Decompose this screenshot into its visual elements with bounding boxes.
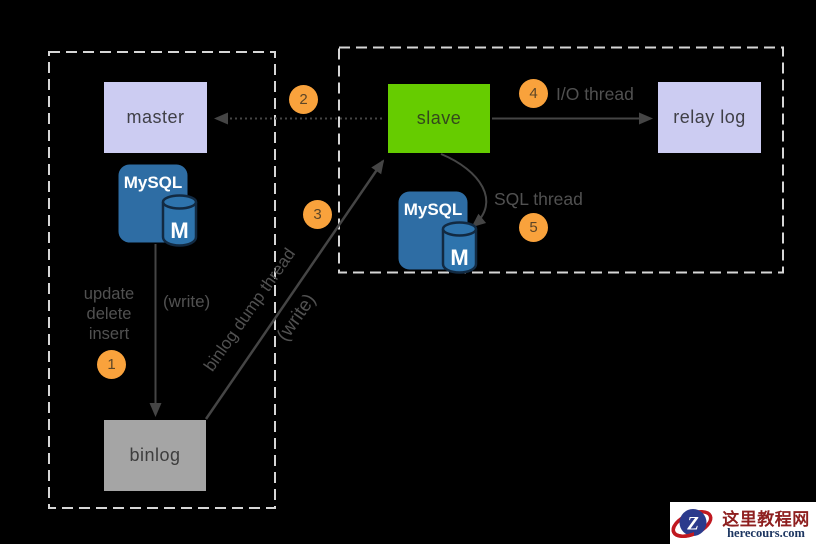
- slave-group-border: [338, 46, 784, 274]
- step-badge-4: 4: [519, 79, 548, 108]
- mysql-icon-title: MySQL: [404, 200, 463, 219]
- slave-box: slave: [388, 84, 490, 153]
- watermark: Z 这里教程网 herecours.com: [670, 502, 816, 544]
- database-cylinder-icon: [441, 229, 478, 274]
- io-thread-label: I/O thread: [556, 84, 634, 104]
- write-label-vertical: (write): [163, 292, 211, 311]
- master-group-border: [48, 51, 276, 509]
- watermark-swoosh-front: [671, 525, 694, 538]
- relay-log-box: relay log: [658, 82, 761, 153]
- update-delete-insert-label: update delete insert: [76, 284, 142, 344]
- watermark-site-name: 这里教程网: [722, 510, 810, 529]
- step-badge-1: 1: [97, 350, 126, 379]
- database-cylinder-icon: [161, 202, 198, 247]
- mysql-icon-badge: M: [450, 245, 468, 270]
- mysql-database-icon: MySQL M: [398, 191, 478, 274]
- database-cylinder-top: [441, 221, 478, 237]
- arrow-sql-thread-curve: [440, 153, 488, 228]
- step-badge-5: 5: [519, 213, 548, 242]
- sql-thread-label: SQL thread: [494, 189, 583, 209]
- step-badge-3: 3: [303, 200, 332, 229]
- binlog-box: binlog: [104, 420, 206, 491]
- watermark-logo-icon: Z: [671, 509, 713, 538]
- insert-label: insert: [88, 325, 130, 343]
- master-box: master: [104, 82, 207, 153]
- mysql-database-icon: MySQL M: [118, 164, 198, 247]
- mysql-icon-badge: M: [170, 218, 188, 243]
- watermark-site-url: herecours.com: [727, 526, 805, 540]
- delete-label: delete: [86, 305, 132, 323]
- watermark-circle: [679, 509, 707, 536]
- arrow-binlog-dump-to-slave: [204, 159, 385, 420]
- database-cylinder-top: [161, 194, 198, 210]
- update-label: update: [83, 285, 135, 303]
- step-badge-2: 2: [289, 85, 318, 114]
- watermark-logo-letter: Z: [686, 514, 699, 535]
- mysql-icon-title: MySQL: [124, 173, 183, 192]
